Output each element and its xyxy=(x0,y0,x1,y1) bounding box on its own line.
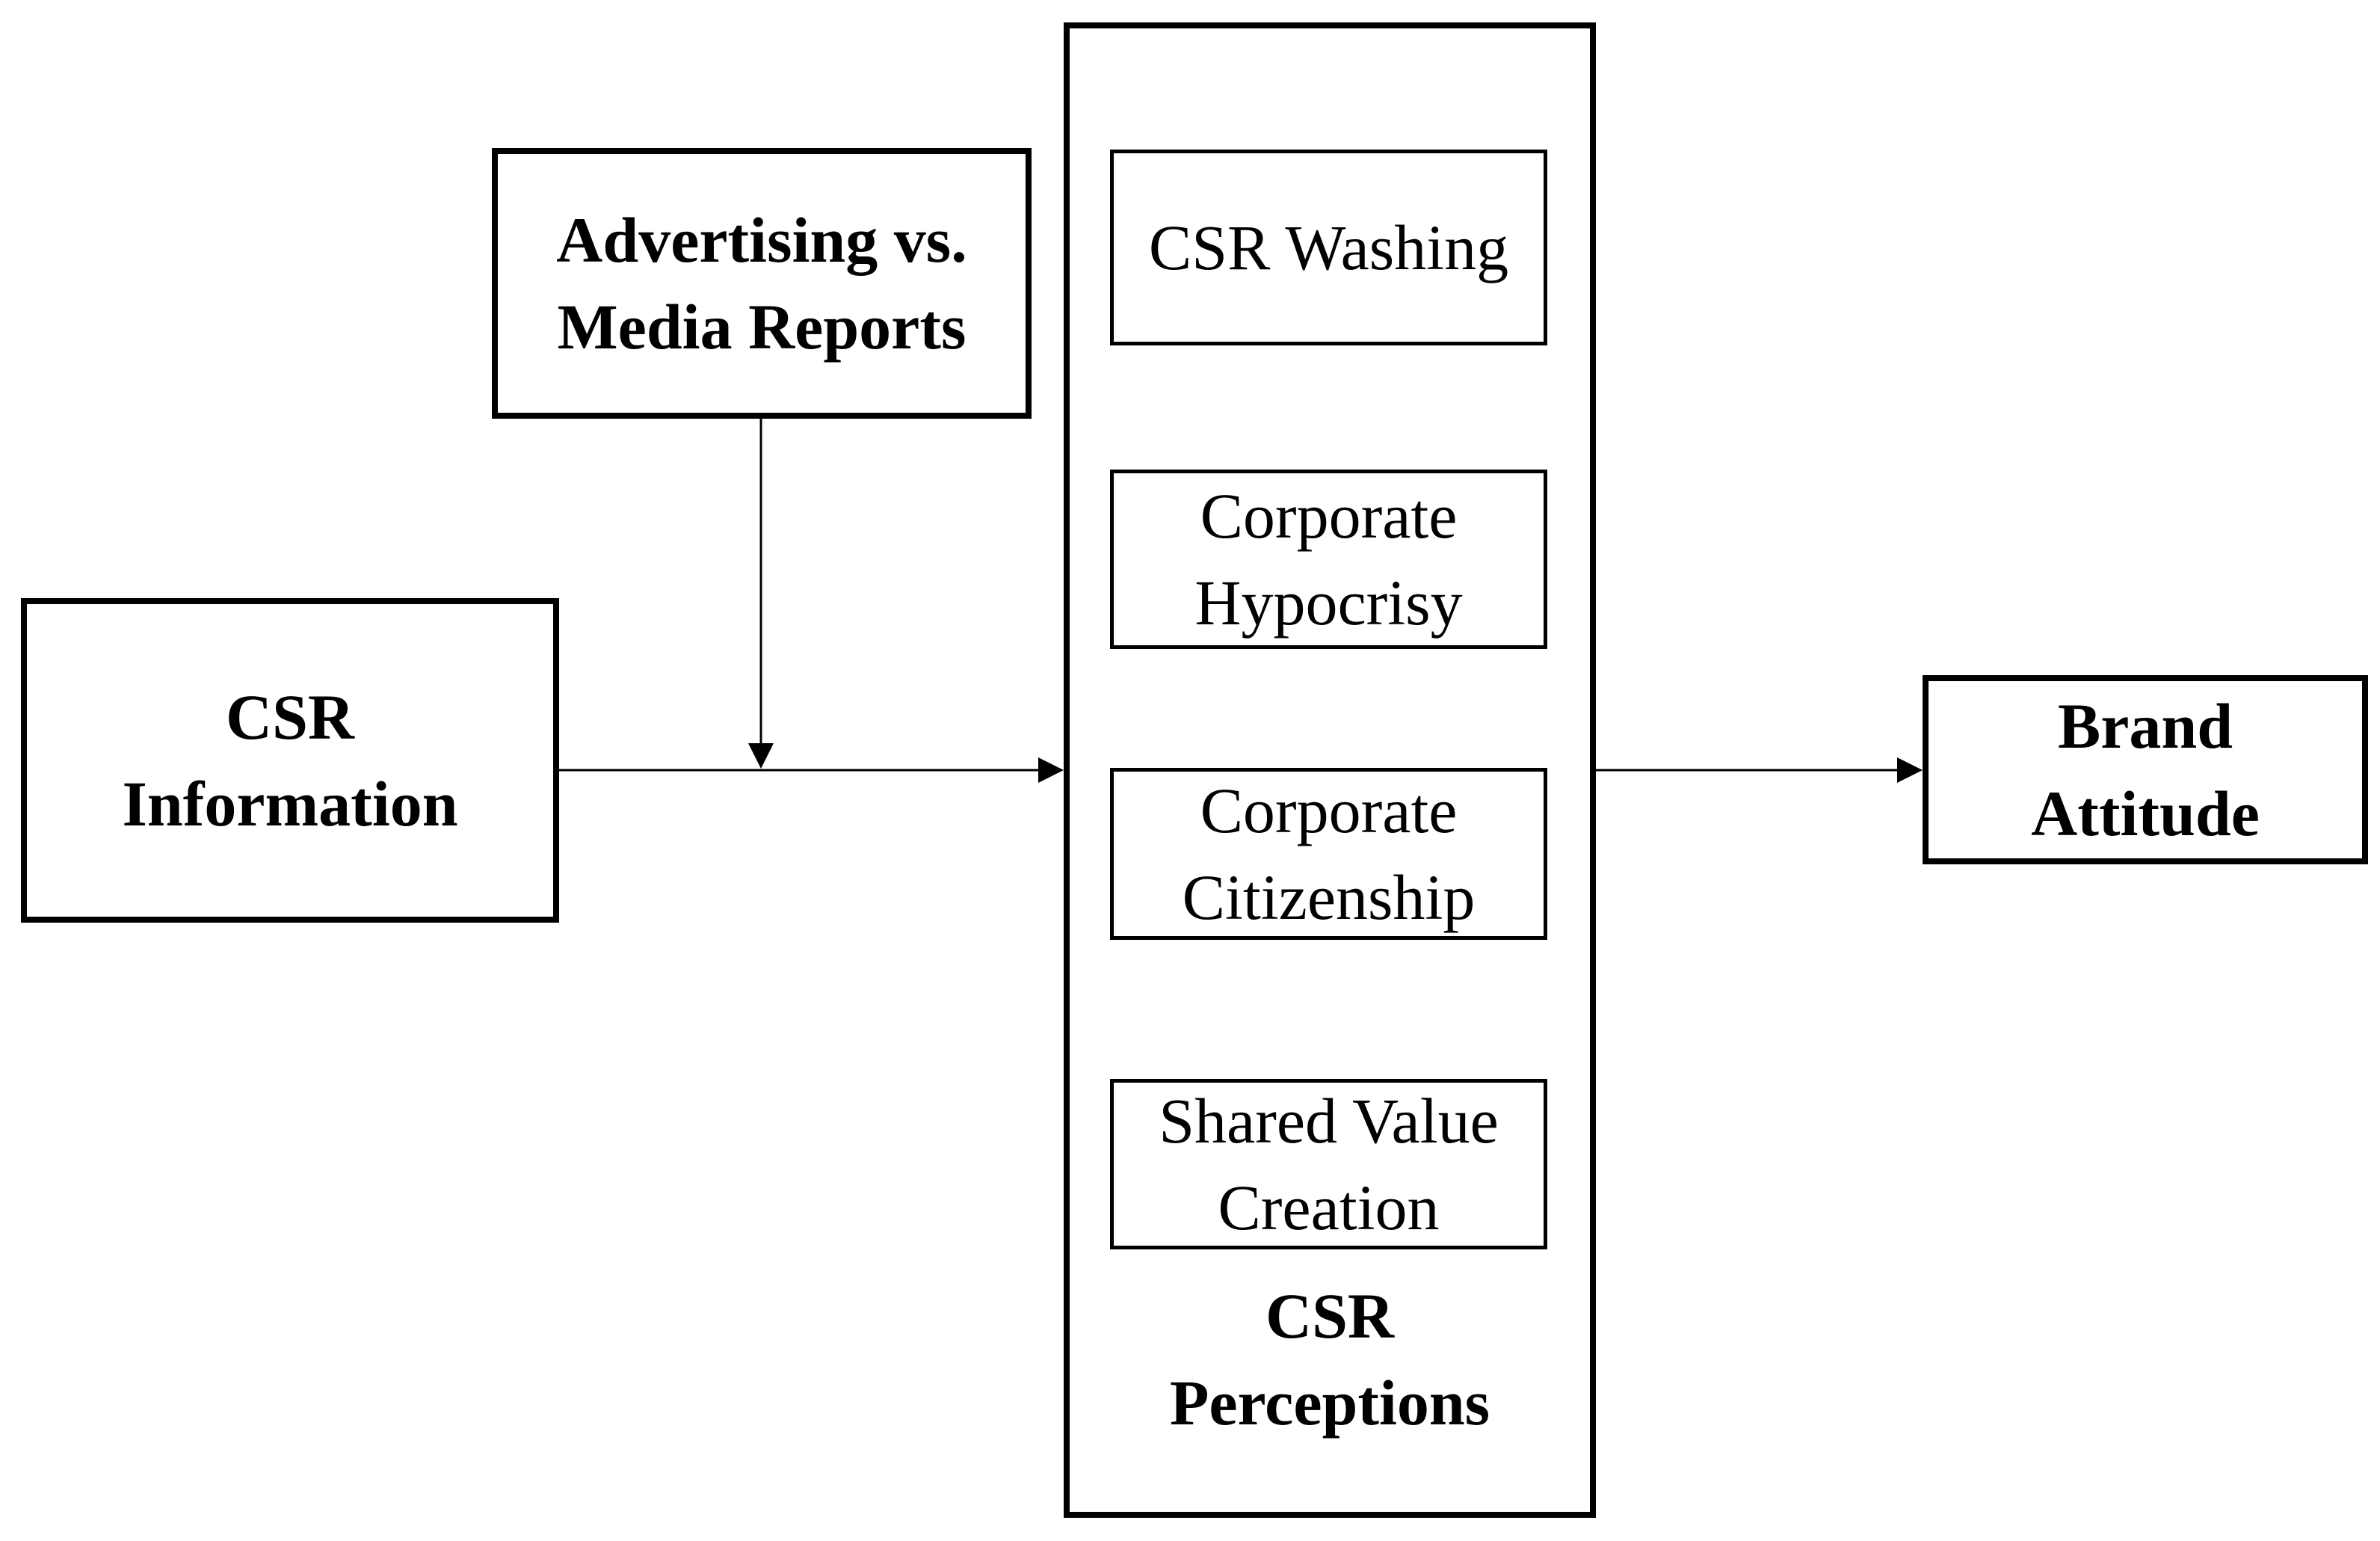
arrow-advertising-moderator xyxy=(748,417,774,769)
arrow-csr-information-to-csr-perceptions xyxy=(559,757,1064,783)
arrow-csr-information-to-csr-perceptions-arrowhead xyxy=(1038,757,1064,783)
arrow-advertising-moderator-arrowhead xyxy=(748,743,774,769)
corporate-hypocrisy-box: Corporate Hypocrisy xyxy=(1110,470,1547,649)
csr-washing-box: CSR Washing xyxy=(1110,150,1547,345)
advertising-vs-media-reports-label: Advertising vs. Media Reports xyxy=(556,203,967,363)
csr-information-box: CSR Information xyxy=(21,598,559,923)
corporate-hypocrisy-label: Corporate Hypocrisy xyxy=(1194,479,1463,639)
csr-information-label: CSR Information xyxy=(122,680,458,840)
corporate-citizenship-box: Corporate Citizenship xyxy=(1110,768,1547,940)
arrow-csr-perceptions-to-brand-attitude-arrowhead xyxy=(1897,757,1923,783)
advertising-vs-media-reports-box: Advertising vs. Media Reports xyxy=(492,148,1032,419)
corporate-citizenship-label: Corporate Citizenship xyxy=(1182,774,1476,933)
csr-perceptions-label: CSR Perceptions xyxy=(1169,1280,1490,1439)
brand-attitude-label: Brand Attitude xyxy=(2031,690,2260,849)
shared-value-creation-box: Shared Value Creation xyxy=(1110,1079,1547,1249)
csr-washing-label: CSR Washing xyxy=(1148,211,1509,283)
shared-value-creation-label: Shared Value Creation xyxy=(1159,1084,1499,1243)
arrow-csr-perceptions-to-brand-attitude xyxy=(1596,757,1923,783)
brand-attitude-box: Brand Attitude xyxy=(1923,675,2368,864)
